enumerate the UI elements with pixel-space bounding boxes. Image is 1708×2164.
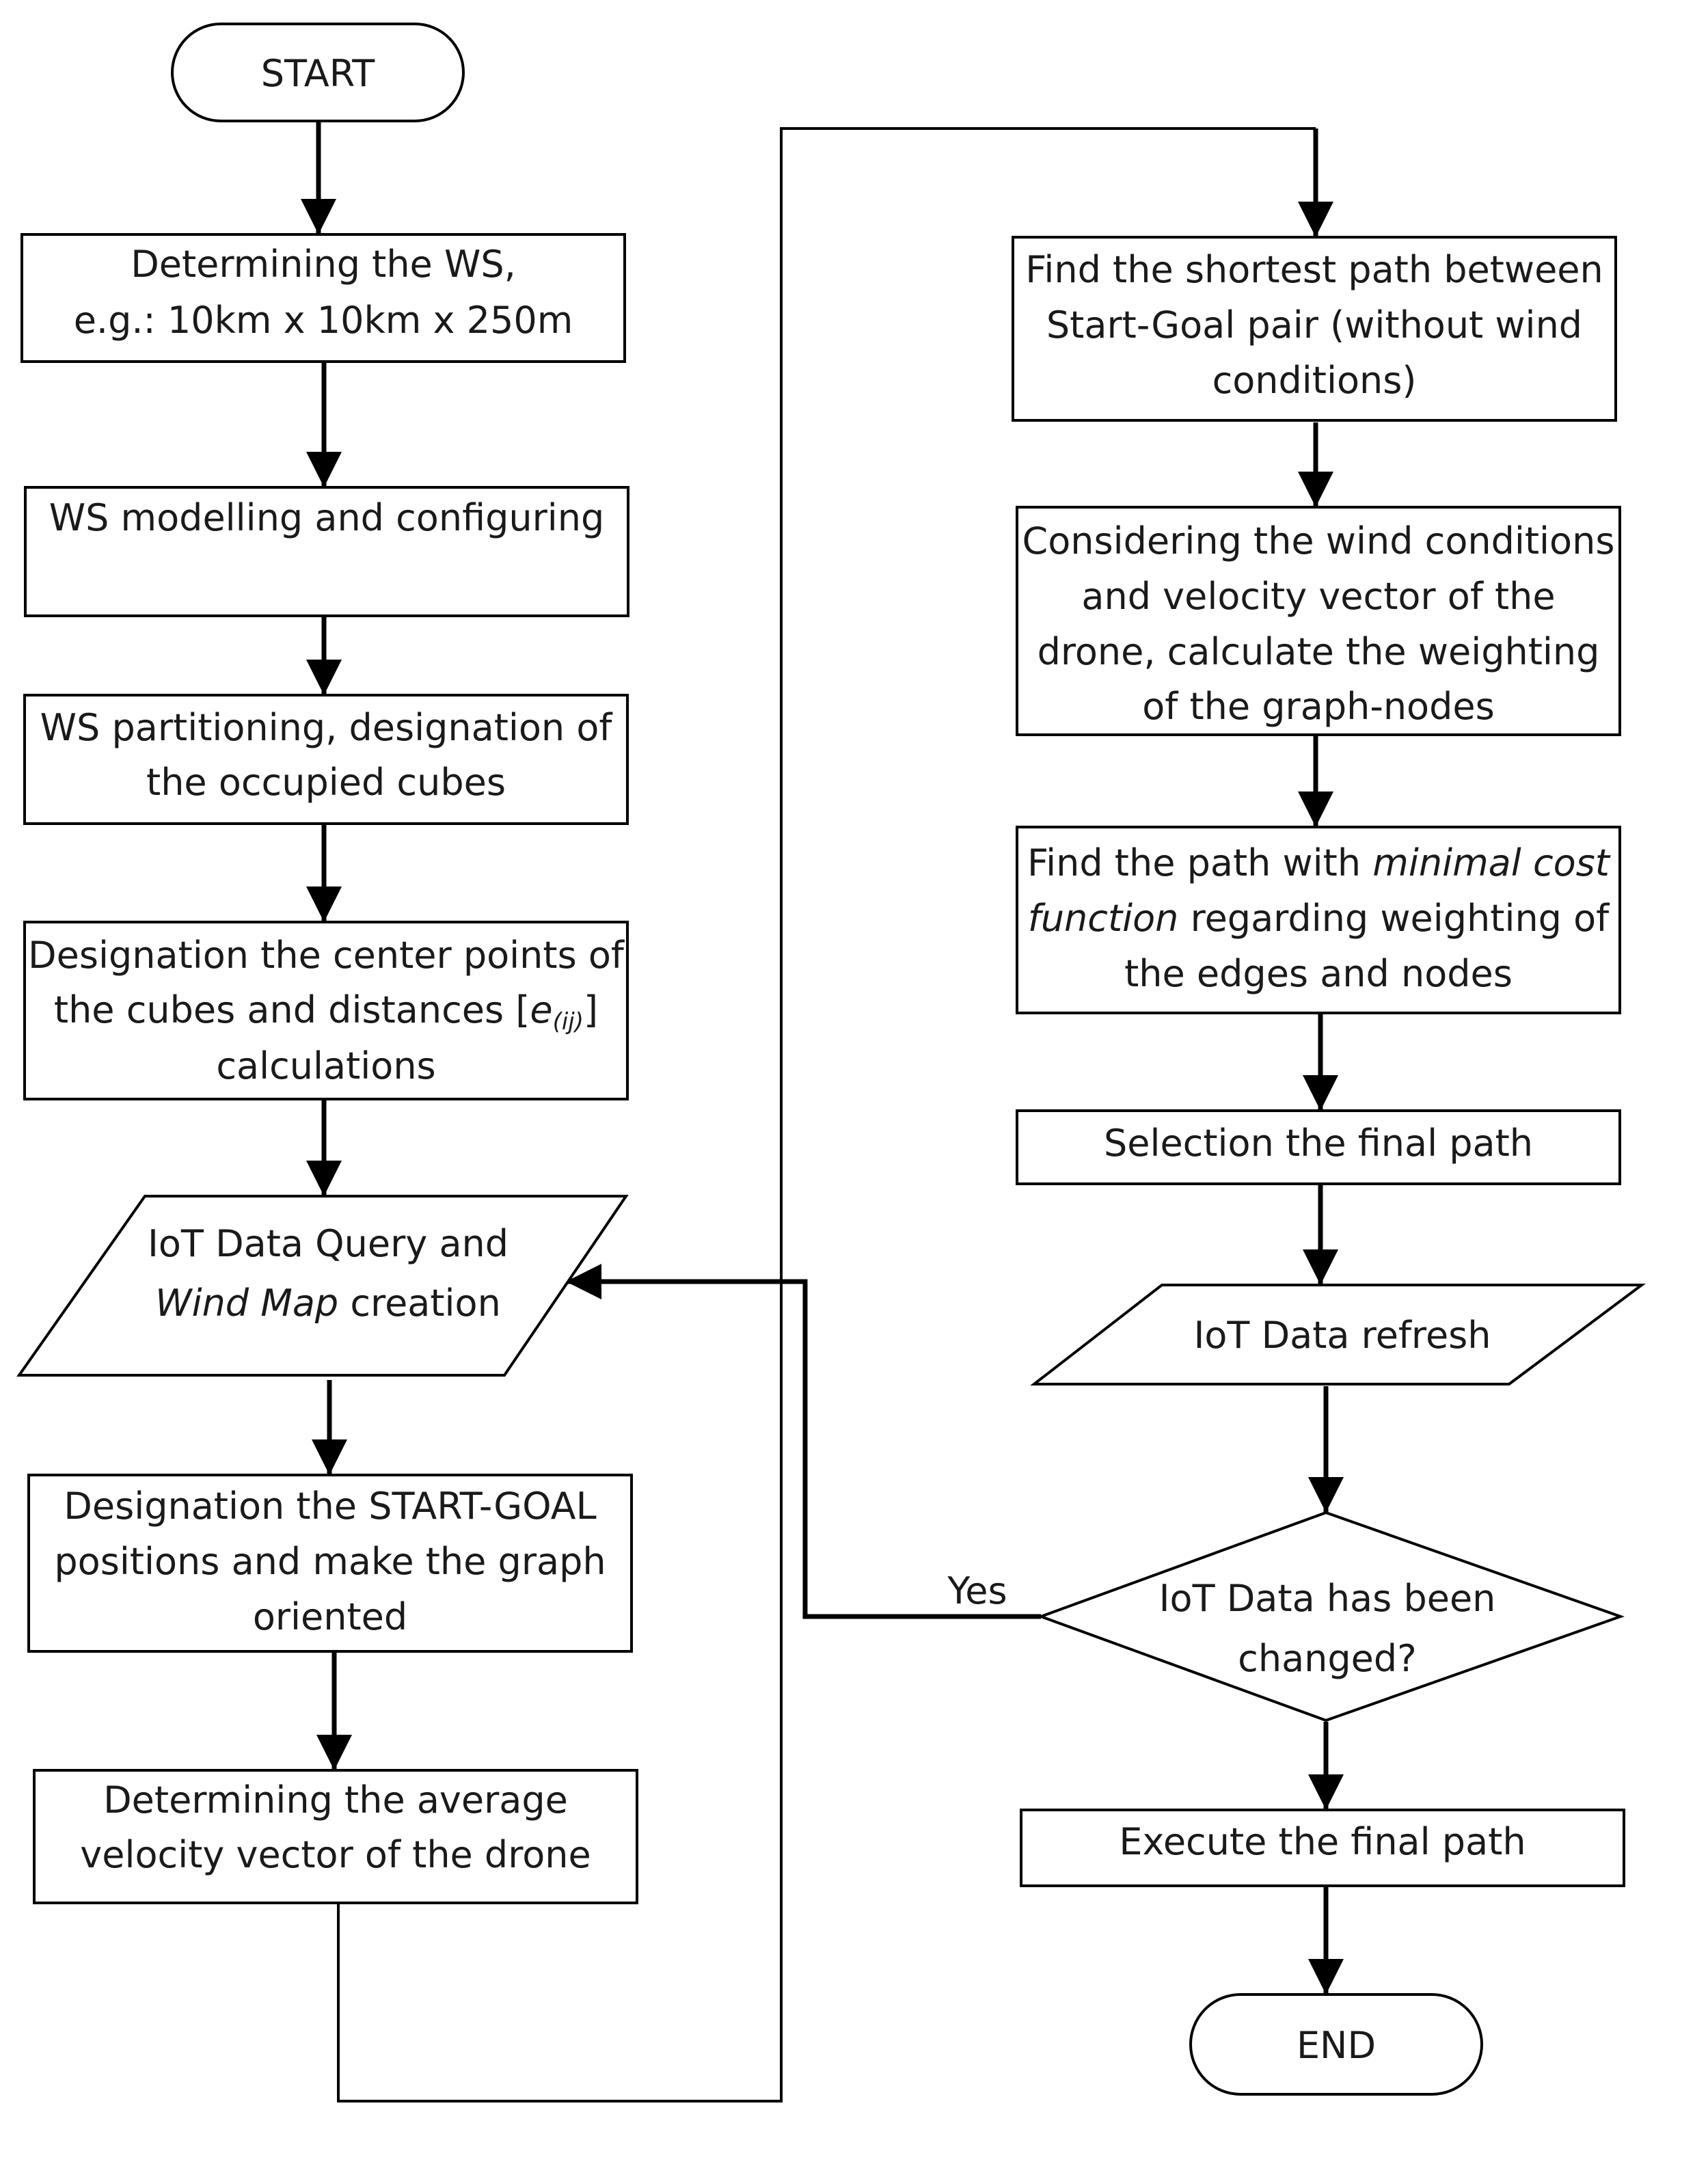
avg-velocity-line-1: Determining the average (103, 1778, 568, 1822)
ws-model-line-1: WS modelling and configuring (49, 496, 605, 539)
start-label: START (261, 52, 376, 95)
end-label: END (1297, 2024, 1376, 2067)
end-terminal: END (1189, 1993, 1483, 2096)
ws-partition-box: WS partitioning, designation of the occu… (23, 694, 629, 825)
wind-weighting-line-1: Considering the wind conditions (1022, 519, 1615, 563)
iot-query-line-1: IoT Data Query and (148, 1222, 509, 1265)
ws-model-box: WS modelling and configuring (24, 486, 629, 617)
shortest-path-line-2: Start-Goal pair (without wind (1046, 303, 1582, 347)
select-final-line-1: Selection the final path (1104, 1122, 1533, 1165)
shortest-path-line-1: Find the shortest path between (1025, 248, 1603, 291)
execute-line-1: Execute the final path (1119, 1820, 1526, 1863)
min-cost-line-1: Find the path with minimal cost (1027, 841, 1611, 884)
start-goal-line-1: Designation the START-GOAL (64, 1485, 596, 1528)
wind-weighting-line-2: and velocity vector of the (1081, 575, 1555, 618)
decision-diamond: IoT Data has been changed? (1037, 1511, 1625, 1722)
wind-weighting-line-4: of the graph-nodes (1142, 685, 1494, 728)
center-points-box: Designation the center points of the cub… (23, 921, 629, 1100)
center-points-line-1: Designation the center points of (28, 934, 625, 977)
execute-box: Execute the final path (1020, 1809, 1625, 1887)
min-cost-line-2: function regarding weighting of (1028, 897, 1610, 940)
iot-query-parallelogram: IoT Data Query and Wind Map creation (16, 1195, 629, 1377)
start-goal-box: Designation the START-GOAL positions and… (27, 1474, 633, 1653)
yes-label: Yes (947, 1569, 1007, 1612)
start-goal-line-2: positions and make the graph (54, 1540, 606, 1583)
decision-line-2: changed? (1238, 1637, 1417, 1680)
ws-determine-line-2: e.g.: 10km x 10km x 250m (74, 299, 573, 342)
wind-weighting-box: Considering the wind conditions and velo… (1016, 506, 1621, 736)
ws-determine-line-1: Determining the WS, (131, 243, 516, 286)
decision-line-1: IoT Data has been (1159, 1577, 1496, 1620)
select-final-box: Selection the final path (1016, 1109, 1621, 1185)
wind-weighting-line-3: drone, calculate the weighting (1038, 630, 1600, 673)
shortest-path-line-3: conditions) (1212, 359, 1417, 402)
ws-partition-line-1: WS partitioning, designation of (40, 706, 614, 749)
center-points-line-3: calculations (216, 1044, 435, 1087)
iot-refresh-parallelogram: IoT Data refresh (1030, 1284, 1646, 1385)
iot-refresh-line-1: IoT Data refresh (1193, 1314, 1491, 1357)
avg-velocity-line-2: velocity vector of the drone (80, 1833, 591, 1876)
ws-partition-line-2: the occupied cubes (146, 761, 506, 804)
arrow-decision-yes-loop (566, 1264, 1041, 1619)
shortest-path-box: Find the shortest path between Start-Goa… (1012, 236, 1617, 422)
center-points-line-2: the cubes and distances [e(ij)] (54, 988, 598, 1036)
connectors (301, 122, 1344, 2102)
connector-velocity-to-right-column (337, 127, 1316, 2102)
min-cost-box: Find the path with minimal cost function… (1016, 826, 1621, 1014)
start-terminal: START (171, 23, 465, 122)
min-cost-line-3: the edges and nodes (1124, 952, 1513, 995)
ws-determine-box: Determining the WS, e.g.: 10km x 10km x … (21, 233, 626, 363)
avg-velocity-box: Determining the average velocity vector … (33, 1769, 638, 1904)
iot-query-line-2: Wind Map creation (155, 1282, 501, 1325)
start-goal-line-3: oriented (253, 1595, 407, 1638)
